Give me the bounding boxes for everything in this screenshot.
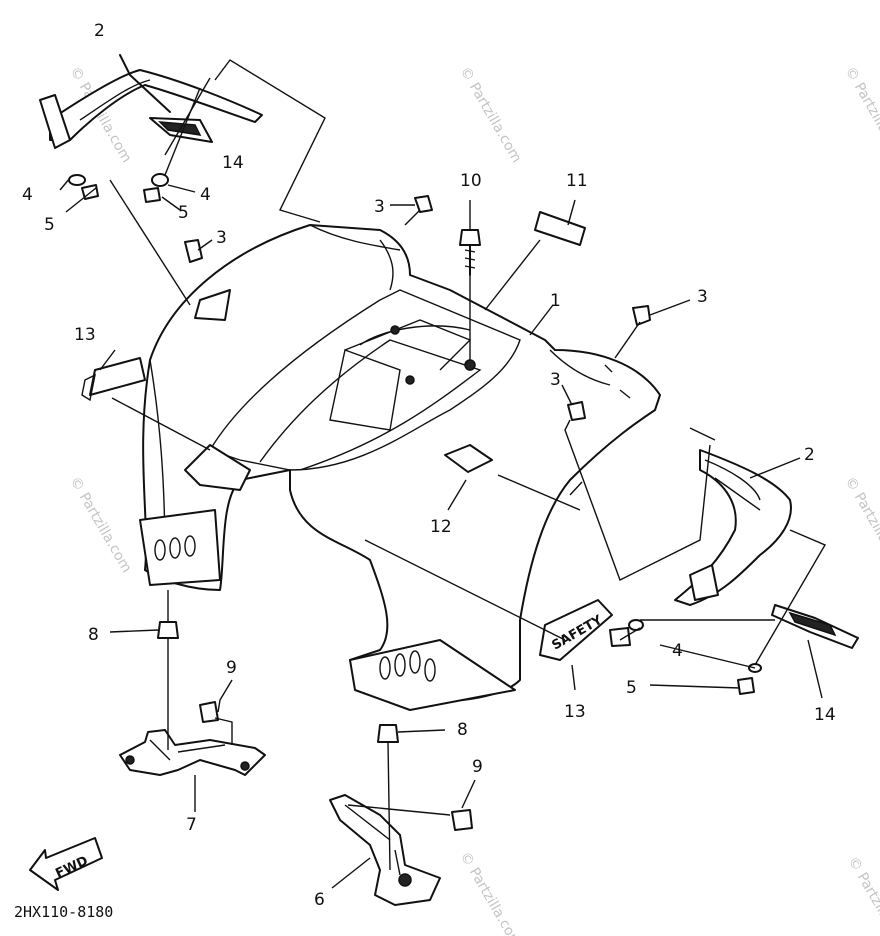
bolt-10 (459, 229, 481, 276)
callout-5: 5 (626, 678, 637, 698)
callout-13: 13 (564, 702, 586, 722)
watermark: © Partzilla.com (845, 854, 880, 936)
callout-10: 10 (460, 171, 482, 191)
callout-3: 3 (374, 197, 385, 217)
decal-11 (534, 211, 586, 246)
callout-8: 8 (457, 720, 468, 740)
callout-8: 8 (88, 625, 99, 645)
callout-14: 14 (222, 153, 244, 173)
grommet-8-left (157, 621, 179, 639)
callout-4: 4 (672, 641, 683, 661)
bolt-9-left (199, 701, 219, 723)
callout-7: 7 (186, 815, 197, 835)
callout-4: 4 (22, 185, 33, 205)
watermark: © Partzilla.com (842, 64, 880, 166)
callout-labels: 2 14 4 5 4 5 3 3 10 11 1 3 13 3 2 12 8 9… (22, 21, 836, 910)
safety-plate: SAFETY (539, 599, 613, 661)
callout-9: 9 (226, 658, 237, 678)
callout-2: 2 (94, 21, 105, 41)
watermark: © Partzilla.com (67, 474, 135, 576)
watermark: © Partzilla.com (457, 64, 525, 166)
callout-14: 14 (814, 705, 836, 725)
callout-3: 3 (550, 370, 561, 390)
watermark: © Partzilla.com (457, 849, 525, 936)
bracket-7 (119, 729, 266, 776)
callout-4: 4 (200, 185, 211, 205)
part-code: 2HX110-8180 (14, 903, 113, 921)
callout-3: 3 (697, 287, 708, 307)
callout-13: 13 (74, 325, 96, 345)
rear-fender (139, 224, 661, 711)
callout-2: 2 (804, 445, 815, 465)
decal-13-left (89, 357, 146, 396)
callout-3: 3 (216, 228, 227, 248)
callout-1: 1 (550, 291, 561, 311)
bolt-9-right (451, 809, 473, 831)
mud-flap-left (39, 69, 263, 149)
reflector-right-lens (788, 611, 837, 637)
callout-9: 9 (472, 757, 483, 777)
callout-5: 5 (178, 203, 189, 223)
callout-11: 11 (566, 171, 588, 191)
grommet-8-center (377, 724, 399, 743)
bracket-6 (329, 794, 441, 906)
callout-6: 6 (314, 890, 325, 910)
mud-flap-right (674, 449, 792, 606)
fwd-arrow: FWD (29, 837, 103, 891)
callout-12: 12 (430, 517, 452, 537)
callout-5: 5 (44, 215, 55, 235)
leader-lines (59, 54, 827, 889)
screws-3 (184, 195, 651, 421)
watermark: © Partzilla.com (842, 474, 880, 576)
